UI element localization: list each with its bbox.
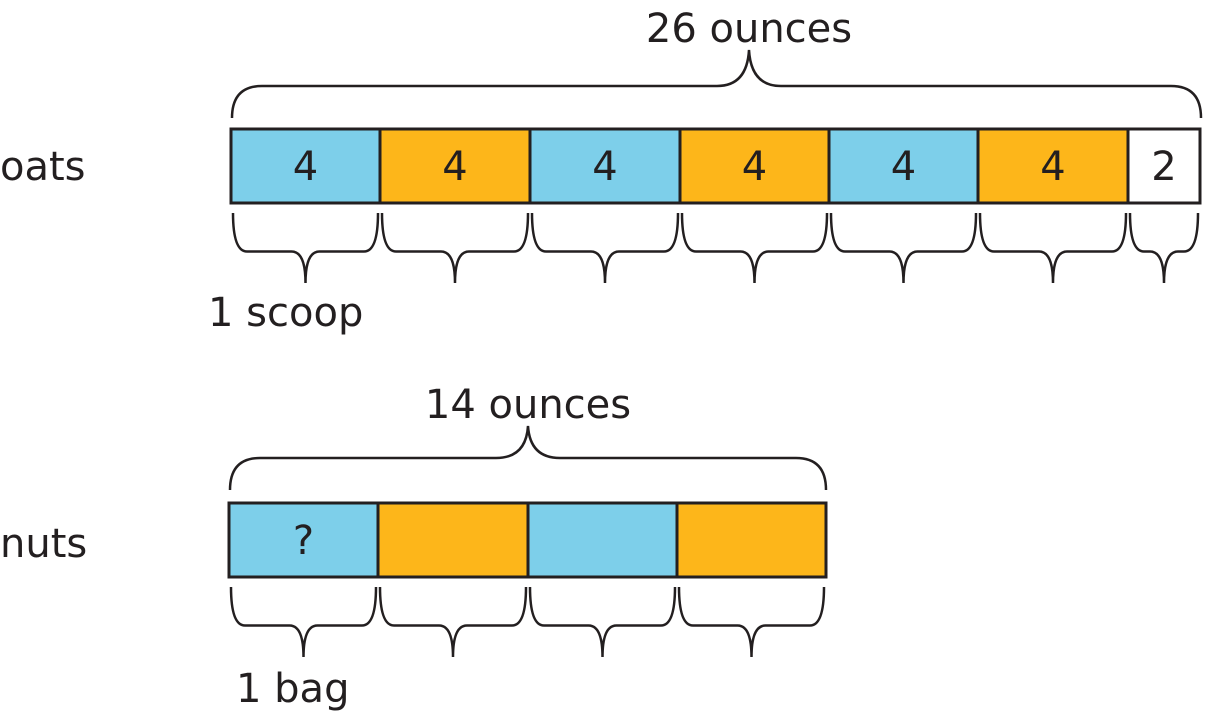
oats-segment-2	[378, 127, 532, 205]
oats-unit-brace-6	[978, 212, 1128, 284]
nuts-unit-brace-3	[528, 586, 677, 658]
oats-segment-2-value: 4	[442, 144, 467, 190]
oats-tape: 4 4 4 4 4 4 2	[229, 127, 1202, 205]
oats-unit-brace-3	[530, 212, 680, 284]
nuts-tape: ?	[227, 501, 828, 579]
oats-row-label: oats	[0, 144, 86, 190]
nuts-total-label: 14 ounces	[425, 382, 631, 428]
oats-segment-3-value: 4	[592, 144, 617, 190]
oats-total-label: 26 ounces	[646, 6, 852, 52]
oats-unit-braces	[231, 212, 1200, 284]
nuts-segment-1	[227, 501, 380, 579]
oats-segment-1-value: 4	[293, 144, 318, 190]
oats-segment-5-value: 4	[891, 144, 916, 190]
oats-segment-5	[827, 127, 980, 205]
oats-segment-7-value: 2	[1151, 144, 1176, 190]
oats-unit-brace-7	[1128, 212, 1200, 284]
oats-unit-brace-2	[380, 212, 530, 284]
nuts-unit-brace-1	[229, 586, 378, 658]
oats-unit-brace-5	[829, 212, 978, 284]
nuts-total-brace	[228, 425, 828, 491]
oats-total-brace	[230, 49, 1203, 119]
nuts-row-label: nuts	[0, 521, 87, 567]
nuts-segment-4	[675, 501, 828, 579]
oats-segment-6	[976, 127, 1130, 205]
oats-unit-label: 1 scoop	[208, 290, 363, 336]
nuts-segment-2	[376, 501, 530, 579]
oats-unit-brace-1	[231, 212, 380, 284]
nuts-segment-3	[526, 501, 679, 579]
oats-segment-1	[229, 127, 382, 205]
nuts-unit-brace-4	[677, 586, 826, 658]
nuts-unit-braces	[229, 586, 826, 658]
oats-segment-3	[528, 127, 682, 205]
nuts-segment-1-value: ?	[293, 518, 314, 564]
nuts-unit-brace-2	[378, 586, 528, 658]
oats-segment-4-value: 4	[742, 144, 767, 190]
oats-unit-brace-4	[680, 212, 829, 284]
oats-segment-7	[1126, 127, 1202, 205]
oats-segment-6-value: 4	[1040, 144, 1065, 190]
nuts-unit-label: 1 bag	[236, 666, 349, 712]
